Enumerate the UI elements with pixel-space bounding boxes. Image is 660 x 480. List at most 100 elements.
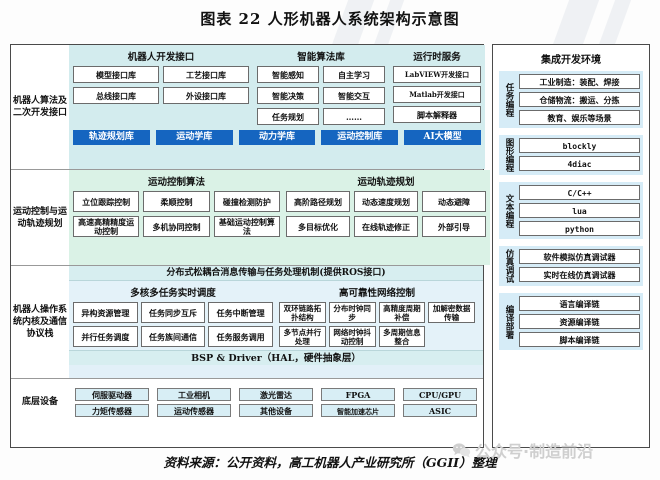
cell-item[interactable]: 模型接口库: [73, 66, 159, 83]
cell-item[interactable]: 双环链路拓扑结构: [279, 302, 326, 323]
ide-item[interactable]: lua: [519, 203, 640, 218]
group-label: 任务编程: [504, 82, 514, 117]
group-robot-dev-interface: 机器人开发接口 模型接口库 工艺接口库 总线接口库 外设接口库: [73, 48, 249, 125]
group-title: 运行时服务: [413, 52, 461, 63]
cell-item[interactable]: 自主学习: [323, 66, 385, 83]
cell-item[interactable]: 在线轨迹修正: [354, 216, 418, 237]
cell-item[interactable]: 高阶路径规划: [286, 191, 350, 212]
ide-group-text-programming: 文本编程 C/C++ lua python: [499, 182, 643, 239]
ide-item[interactable]: C/C++: [519, 185, 640, 200]
device-item[interactable]: ASIC: [403, 403, 477, 417]
cell-item[interactable]: 智能决策: [257, 87, 319, 104]
device-item[interactable]: CPU/GPU: [403, 387, 477, 401]
cell-item[interactable]: 柔顺控制: [143, 191, 210, 212]
cell-item[interactable]: 加解密数据传输: [428, 302, 475, 323]
ide-item[interactable]: 工业制造：装配、焊接: [519, 74, 640, 89]
ide-item[interactable]: 脚本编译链: [519, 332, 640, 347]
cell-item[interactable]: 任务中断管理: [208, 302, 273, 323]
device-item[interactable]: 激光雷达: [239, 387, 313, 401]
device-item[interactable]: 其他设备: [239, 403, 313, 417]
cell-item[interactable]: 任务规划: [257, 108, 319, 125]
cell-item[interactable]: ……: [323, 108, 385, 125]
cell-item[interactable]: LabVIEW开发接口: [393, 66, 481, 83]
device-item[interactable]: 运动传感器: [157, 403, 231, 417]
ide-item[interactable]: blockly: [519, 138, 640, 153]
ide-item[interactable]: 语言编译链: [519, 296, 640, 311]
library-button-kinematics[interactable]: 运动学库: [155, 130, 233, 145]
device-item[interactable]: 智能加速芯片: [321, 403, 395, 417]
cell-item[interactable]: 高精度周期补偿: [378, 302, 426, 323]
ide-item[interactable]: 教育、娱乐等场景: [519, 110, 640, 125]
library-button-ai-model[interactable]: AI大模型: [404, 130, 481, 145]
section-body: 伺服驱动器 力矩传感器 工业相机 运动传感器 激光雷达 其他设备 FPGA 智能…: [69, 379, 483, 425]
cell-item[interactable]: 立位跟踪控制: [73, 191, 140, 212]
section-bottom-devices: 底层设备 伺服驱动器 力矩传感器 工业相机 运动传感器 激光雷达 其他设备: [11, 379, 483, 425]
cell-item[interactable]: 多节点并行处理: [279, 326, 326, 347]
cell-item[interactable]: 多目标优化: [286, 216, 350, 237]
group-label: 仿真调试: [504, 249, 514, 283]
cell-item[interactable]: 工艺接口库: [163, 66, 249, 83]
library-button-motion-control[interactable]: 运动控制库: [321, 130, 399, 145]
ide-item[interactable]: 软件模拟仿真调试器: [519, 249, 640, 264]
section-label: 机器人算法及二次开发接口: [11, 45, 69, 169]
ide-item[interactable]: python: [519, 221, 640, 236]
cell-item[interactable]: 碰撞检测防护: [213, 191, 280, 212]
group-title: 机器人开发接口: [127, 52, 195, 63]
group-motion-control-algorithm: 运动控制算法 立位跟踪控制 柔顺控制 碰撞检测防护 高速高精精度运动控制 多机协…: [73, 173, 280, 237]
architecture-main-panel: 机器人算法及二次开发接口 机器人开发接口 模型接口库 工艺接口库 总线接口库 外…: [10, 44, 490, 448]
device-column: 工业相机 运动传感器: [157, 387, 231, 417]
group-runtime-service: 运行时服务 LabVIEW开发接口 Matlab开发接口 脚本解释器: [393, 48, 481, 125]
group-multicore-scheduling: 多核多任务实时调度 异构资源管理 任务同步互斥 任务中断管理 并行任务调度 任务…: [73, 284, 273, 347]
cell-item[interactable]: 基础运动控制算法: [213, 216, 280, 237]
library-button-trajectory[interactable]: 轨迹规划库: [73, 130, 150, 145]
section-label: 运动控制与运动轨迹规划: [11, 170, 69, 265]
ide-group-compile-deploy: 编译部署 语言编译链 资源编译链 脚本编译链: [499, 293, 643, 350]
device-item[interactable]: FPGA: [321, 387, 395, 401]
ide-item[interactable]: 实时在线仿真调试器: [519, 267, 640, 282]
group-title: 运动轨迹规划: [357, 177, 415, 188]
section-algorithm-interface: 机器人算法及二次开发接口 机器人开发接口 模型接口库 工艺接口库 总线接口库 外…: [11, 45, 485, 170]
cell-item[interactable]: 网络时钟抖动控制: [328, 326, 376, 347]
cell-item[interactable]: 外部引导: [422, 216, 486, 237]
cell-item[interactable]: 动态避障: [422, 191, 486, 212]
device-item[interactable]: 伺服驱动器: [75, 387, 149, 401]
ide-group-graphical-programming: 图形编程 blockly 4diac: [499, 135, 643, 175]
cell-item[interactable]: 任务同步互斥: [140, 302, 206, 323]
group-title: 运动控制算法: [147, 177, 205, 188]
section-label: 机器人操作系统内核及通信协议栈: [11, 266, 69, 378]
cell-item[interactable]: 智能感知: [257, 66, 319, 83]
section-footer-bar: BSP & Driver（HAL，硬件抽象层）: [69, 350, 483, 365]
device-column: 伺服驱动器 力矩传感器: [75, 387, 149, 417]
device-item[interactable]: 工业相机: [157, 387, 231, 401]
group-title: 高可靠性网络控制: [338, 288, 415, 299]
ide-group-task-programming: 任务编程 工业制造：装配、焊接 仓储物流：搬运、分拣 教育、娱乐等场景: [499, 71, 643, 128]
cell-item[interactable]: 分布时钟同步: [328, 302, 376, 323]
cell-item[interactable]: 脚本解释器: [393, 106, 481, 123]
cell-item[interactable]: 高速高精精度运动控制: [73, 216, 140, 237]
device-column: 激光雷达 其他设备: [239, 387, 313, 417]
cell-item[interactable]: 多机协同控制: [143, 216, 210, 237]
device-item[interactable]: 力矩传感器: [75, 403, 149, 417]
ide-item[interactable]: 4diac: [519, 156, 640, 171]
source-note: 资料来源：公开资料，高工机器人产业研究所（GGII）整理: [163, 455, 497, 470]
group-high-reliability-network: 高可靠性网络控制 双环链路拓扑结构 分布时钟同步 高精度周期补偿 加解密数据传输…: [279, 284, 475, 347]
ide-panel-title: 集成开发环境: [541, 55, 601, 66]
cell-item[interactable]: 外设接口库: [163, 87, 249, 104]
ide-panel: 集成开发环境 任务编程 工业制造：装配、焊接 仓储物流：搬运、分拣 教育、娱乐等…: [492, 44, 650, 448]
device-column: CPU/GPU ASIC: [403, 387, 477, 417]
cell-item[interactable]: 智能交互: [323, 87, 385, 104]
cell-item[interactable]: 任务族间通信: [140, 326, 206, 347]
cell-item[interactable]: Matlab开发接口: [393, 86, 481, 103]
cell-item[interactable]: 总线接口库: [73, 87, 159, 104]
cell-item[interactable]: 并行任务调度: [73, 326, 138, 347]
cell-item[interactable]: 任务服务调用: [208, 326, 273, 347]
group-label: 文本编程: [504, 193, 514, 228]
cell-item[interactable]: 异构资源管理: [73, 302, 138, 323]
cell-item[interactable]: 动态速度规划: [354, 191, 418, 212]
cell-item[interactable]: 多周期信息整合: [378, 326, 426, 347]
ide-item[interactable]: 资源编译链: [519, 314, 640, 329]
ide-item[interactable]: 仓储物流：搬运、分拣: [519, 92, 640, 107]
library-button-dynamics[interactable]: 动力学库: [238, 130, 316, 145]
device-column: FPGA 智能加速芯片: [321, 387, 395, 417]
group-intelligent-algorithm-library: 智能算法库 智能感知 自主学习 智能决策 智能交互 任务规划 ……: [257, 48, 385, 125]
